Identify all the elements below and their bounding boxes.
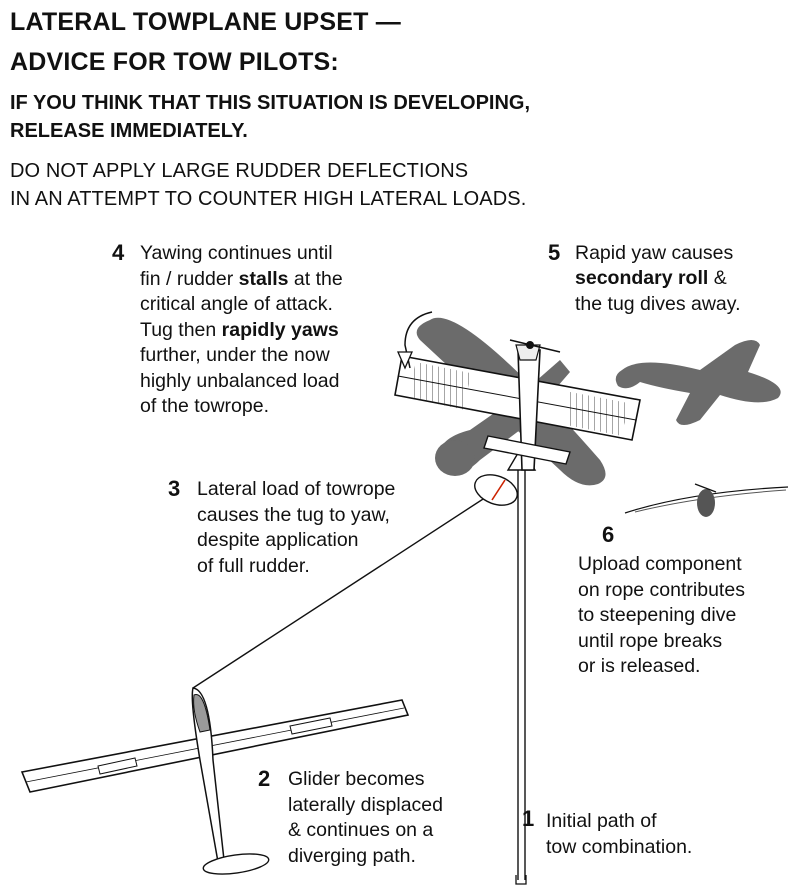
step-6-line: on rope contributes (578, 578, 745, 601)
tug-diving-silhouette (624, 483, 789, 517)
step-2-line: laterally displaced (288, 793, 444, 816)
step-5-line: & (708, 267, 727, 289)
step-6-line: until rope breaks (578, 629, 723, 652)
step-6-number: 6 (602, 522, 615, 547)
step-4-line: critical angle of attack. (140, 293, 333, 315)
step-3-line: Lateral load of towrope (197, 478, 396, 500)
step-4-line: further, under the now (140, 344, 330, 366)
step-2-line: Glider becomes (288, 768, 425, 790)
glider (20, 687, 410, 875)
step-4-line: Yawing continues until (140, 242, 333, 264)
step-3-line: despite application (197, 529, 359, 551)
advice-line-2: IN AN ATTEMPT TO COUNTER HIGH LATERAL LO… (10, 188, 527, 210)
towplane (394, 339, 641, 471)
warning-line-1: IF YOU THINK THAT THIS SITUATION IS DEVE… (10, 92, 531, 114)
warning-line-2: RELEASE IMMEDIATELY. (10, 120, 248, 142)
step-1-number: 1 (522, 806, 535, 831)
yaw-arrow (397, 311, 433, 370)
step-2-line: diverging path. (288, 844, 416, 867)
step-4-emphasis-stalls: stalls (238, 267, 289, 290)
release-hook-ring (474, 474, 518, 506)
step-2-line: & continues on a (288, 819, 434, 841)
step-4-line: at the (288, 267, 343, 290)
step-4-line: highly unbalanced load (140, 369, 340, 392)
step-5-number: 5 (548, 240, 561, 265)
advice-line-1: DO NOT APPLY LARGE RUDDER DEFLECTIONS (10, 160, 469, 182)
step-4-line: fin / rudder (140, 267, 239, 290)
step-6-line: or is released. (578, 655, 701, 677)
page-title-line-1: LATERAL TOWPLANE UPSET — (10, 8, 401, 36)
step-5-line: Rapid yaw causes (575, 242, 734, 264)
step-4-line: Tug then (140, 318, 222, 341)
step-3-number: 3 (168, 476, 181, 501)
step-5-line: the tug dives away. (575, 292, 741, 315)
step-1-line: Initial path of (546, 810, 657, 832)
step-6-line: to steepening dive (578, 604, 737, 626)
step-3-line: of full rudder. (197, 554, 310, 577)
step-1-line: tow combination. (546, 835, 693, 858)
step-4-emphasis-rapidly-yaws: rapidly yaws (221, 318, 339, 341)
step-4-number: 4 (112, 240, 125, 265)
step-5-emphasis-secondary-roll: secondary roll (575, 267, 709, 289)
step-2-number: 2 (258, 766, 271, 791)
step-3-line: causes the tug to yaw, (197, 503, 390, 526)
step-4-line: of the towrope. (140, 395, 269, 417)
page-title-line-2: ADVICE FOR TOW PILOTS: (10, 48, 339, 76)
step-6-line: Upload component (578, 553, 742, 575)
tug-rolling-silhouette (615, 340, 781, 425)
towrope (192, 487, 501, 689)
